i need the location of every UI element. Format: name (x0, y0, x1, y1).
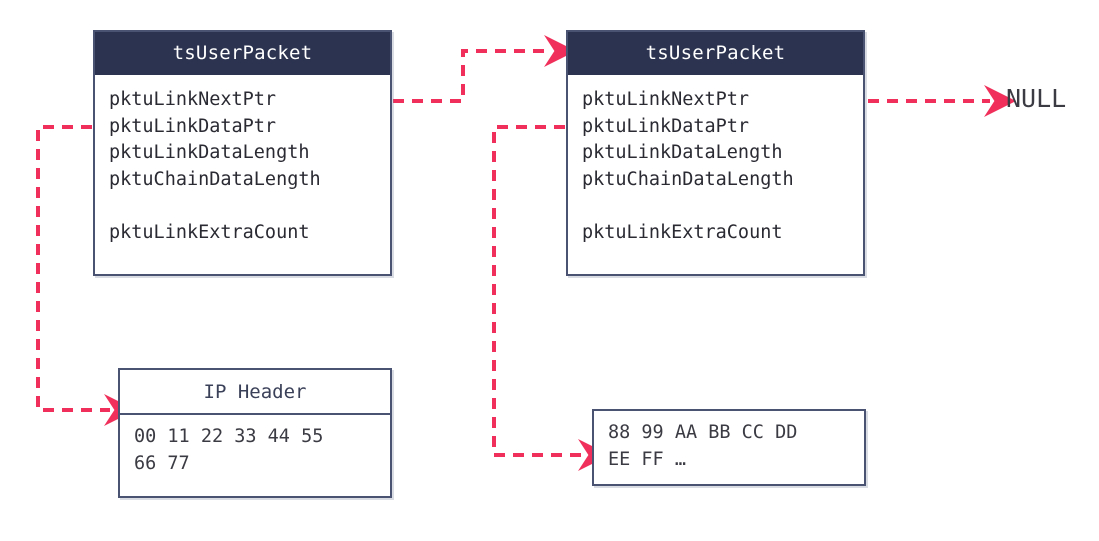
field-pktulinkdatalength: pktuLinkDataLength (582, 142, 783, 163)
field-pktulinkextracount: pktuLinkExtraCount (582, 221, 783, 243)
field-pktulinkdatalength: pktuLinkDataLength (109, 142, 310, 163)
payload-byte-line: 88 99 AA BB CC DD (608, 422, 798, 443)
field-gap (582, 193, 863, 220)
ip-header-box: IP Header 00 11 22 33 44 55 66 77 (118, 368, 392, 498)
field-pktulinkdataptr: pktuLinkDataPtr (109, 115, 277, 137)
packet-box-1-header: tsUserPacket (95, 32, 390, 75)
ip-header-title: IP Header (120, 370, 390, 415)
packet-box-2-fields: pktuLinkNextPtr pktuLinkDataPtr pktuLink… (568, 75, 863, 246)
payload-box: 88 99 AA BB CC DD EE FF … (592, 409, 866, 486)
arrow-packet1-next-to-packet2 (393, 35, 576, 103)
field-gap (109, 193, 390, 220)
ip-header-bytes: 00 11 22 33 44 55 66 77 (120, 415, 390, 477)
ip-header-byte-line: 00 11 22 33 44 55 (134, 426, 324, 447)
packet-box-1: tsUserPacket pktuLinkNextPtr pktuLinkDat… (93, 30, 392, 276)
ip-header-byte-line: 66 77 (134, 452, 190, 474)
null-terminator-label: NULL (1006, 84, 1067, 113)
packet-box-2-header: tsUserPacket (568, 32, 863, 75)
field-pktuchaindatalength: pktuChainDataLength (109, 168, 321, 190)
packet-box-2: tsUserPacket pktuLinkNextPtr pktuLinkDat… (566, 30, 865, 276)
payload-byte-line: EE FF … (608, 448, 686, 470)
packet-box-1-fields: pktuLinkNextPtr pktuLinkDataPtr pktuLink… (95, 75, 390, 246)
field-pktulinkextracount: pktuLinkExtraCount (109, 221, 310, 243)
field-pktulinkdataptr: pktuLinkDataPtr (582, 115, 750, 137)
field-pktulinknextptr: pktuLinkNextPtr (109, 89, 277, 110)
field-pktulinknextptr: pktuLinkNextPtr (582, 89, 750, 110)
field-pktuchaindatalength: pktuChainDataLength (582, 168, 794, 190)
